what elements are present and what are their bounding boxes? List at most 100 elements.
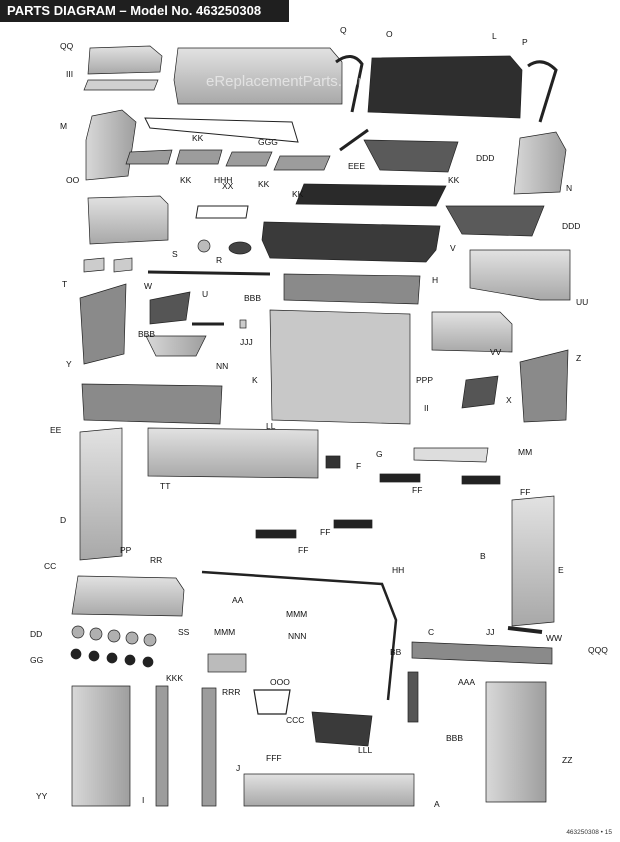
footer-separator: • <box>600 829 603 836</box>
plate-iii <box>83 79 159 91</box>
panel-yy <box>71 685 131 807</box>
handle-o <box>335 55 364 113</box>
part-label: NNN <box>288 631 306 641</box>
pan-ddd-2 <box>445 205 545 237</box>
part-label: PP <box>120 545 132 555</box>
manifold <box>201 570 398 701</box>
part-label: FF <box>298 545 308 555</box>
plate-rrr <box>207 653 247 673</box>
part-label: ZZ <box>562 755 572 765</box>
part-label: D <box>60 515 66 525</box>
hose-ww <box>507 626 543 634</box>
handle-p <box>527 60 558 123</box>
watermark: eReplacementParts.com <box>206 73 370 90</box>
part-label: Y <box>66 359 72 369</box>
part-label: MM <box>518 447 532 457</box>
panel-zz <box>485 681 547 803</box>
small-bbb <box>239 319 247 329</box>
part-label: UU <box>576 297 588 307</box>
part-label: GG <box>30 655 43 665</box>
part-label: AA <box>232 595 244 605</box>
post-i <box>155 685 169 807</box>
part-label: OOO <box>270 677 290 687</box>
part-label: KK <box>448 175 460 185</box>
part-label: II <box>424 403 429 413</box>
part-label: FFF <box>266 753 282 763</box>
control-panel-cc <box>71 575 185 617</box>
part-label: BBB <box>244 293 261 303</box>
part-label: C <box>428 627 434 637</box>
lid-left <box>173 47 343 105</box>
knob-s <box>197 239 211 253</box>
part-label: F <box>356 461 361 471</box>
part-label: QQQ <box>588 645 608 655</box>
part-label: FF <box>520 487 530 497</box>
part-label: N <box>566 183 572 193</box>
burner-vv <box>431 311 513 353</box>
bracket-ff4 <box>333 519 373 529</box>
part-label: DDD <box>476 153 494 163</box>
part-label: OO <box>66 175 80 185</box>
tray-mm <box>413 447 489 463</box>
part-label: BBB <box>138 329 155 339</box>
part-label: P <box>522 37 528 47</box>
part-label: EEE <box>348 161 365 171</box>
burner-r <box>228 241 252 255</box>
part-label: QQ <box>60 41 74 51</box>
part-label: EE <box>50 425 62 435</box>
part-label: MMM <box>286 609 307 619</box>
part-label: M <box>60 121 67 131</box>
end-cap-m <box>85 109 137 181</box>
knob-row-gg <box>70 648 154 668</box>
side-panel-y <box>79 283 127 365</box>
part-label: HHH <box>214 175 232 185</box>
part-label: RR <box>150 555 162 565</box>
basket-nn <box>145 335 207 357</box>
side-shelf-oo <box>87 195 169 245</box>
part-label: FF <box>320 527 330 537</box>
base-a <box>243 773 415 807</box>
panel-h <box>283 273 421 305</box>
knob-row-dd <box>71 625 157 647</box>
part-label: S <box>172 249 178 259</box>
part-label: J <box>236 763 240 773</box>
panel-ee <box>81 383 223 425</box>
grate-4 <box>273 155 331 171</box>
part-label: E <box>558 565 564 575</box>
page-footer: 463250308 • 15 <box>566 829 612 836</box>
part-label: WW <box>546 633 562 643</box>
post-j <box>201 687 217 807</box>
part-label: TT <box>160 481 170 491</box>
part-label: T <box>62 279 67 289</box>
part-label: JJJ <box>240 337 253 347</box>
part-label: R <box>216 255 222 265</box>
part-label: O <box>386 29 393 39</box>
part-label: BB <box>390 647 402 657</box>
part-label: B <box>480 551 486 561</box>
bracket-ff2 <box>461 475 501 485</box>
warming-rack <box>144 117 299 143</box>
part-label: X <box>506 395 512 405</box>
grate-3 <box>225 151 273 167</box>
part-label: A <box>434 799 440 809</box>
clip-t2 <box>113 257 133 273</box>
footer-model: 463250308 <box>566 829 599 836</box>
part-label: HH <box>392 565 404 575</box>
part-f <box>325 455 341 469</box>
door-e <box>511 495 555 627</box>
part-label: CC <box>44 561 56 571</box>
part-label: LL <box>266 421 276 431</box>
part-label: CCC <box>286 715 304 725</box>
part-label: KK <box>180 175 192 185</box>
plate-xx <box>295 183 447 207</box>
part-label: III <box>66 69 73 79</box>
part-label: Q <box>340 25 347 35</box>
part-label: NN <box>216 361 228 371</box>
grate-2 <box>175 149 223 165</box>
rail-bb <box>411 641 553 665</box>
part-label: FF <box>412 485 422 495</box>
door-d <box>79 427 123 561</box>
part-label: K <box>252 375 258 385</box>
rod-u <box>147 270 271 276</box>
